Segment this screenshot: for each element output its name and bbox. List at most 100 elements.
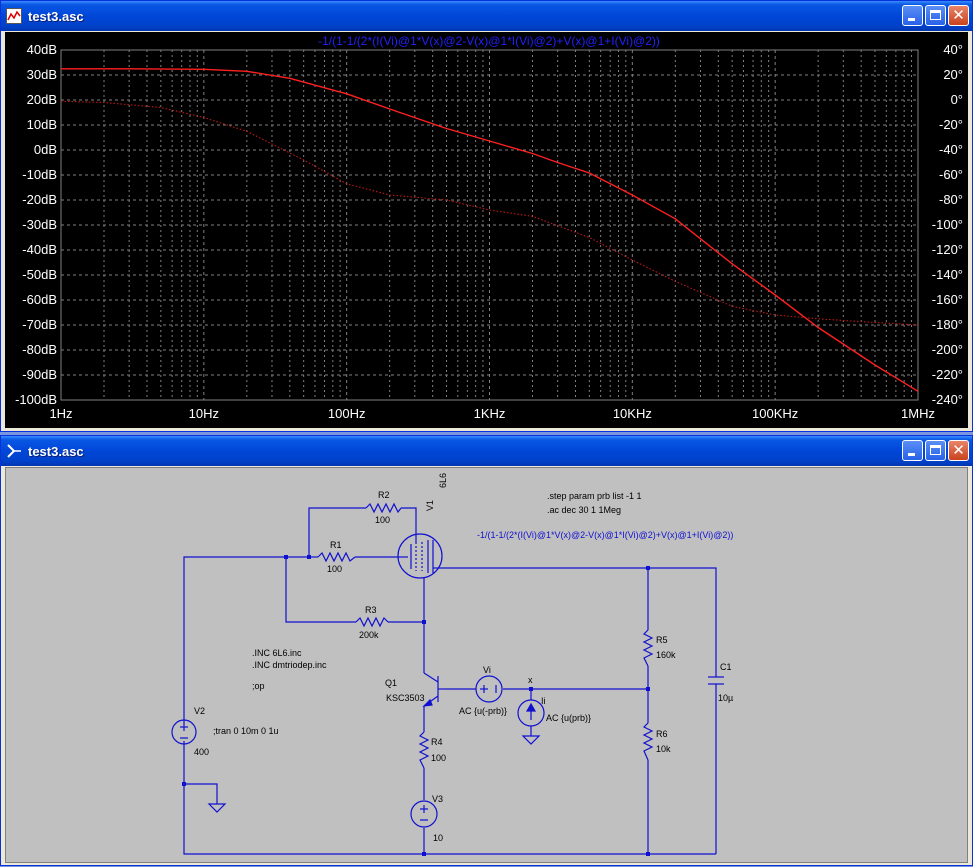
grid	[60, 49, 919, 401]
right-tick-label: -60°	[939, 167, 963, 182]
directive-op[interactable]: ;op	[252, 681, 265, 691]
voltage-source-vi-icon[interactable]	[475, 675, 503, 703]
voltage-source-v2-icon[interactable]	[171, 719, 197, 745]
label-q1-ref[interactable]: Q1	[385, 678, 397, 688]
directive-tran[interactable]: ;tran 0 10m 0 1u	[213, 726, 279, 736]
label-r5-ref[interactable]: R5	[656, 635, 668, 645]
directive-measure[interactable]: -1/(1-1/(2*(I(Vi)@1*V(x)@2-V(x)@1*I(Vi)@…	[477, 530, 733, 540]
label-vi-ref[interactable]: Vi	[483, 665, 491, 675]
left-tick-label: 10dB	[27, 117, 57, 132]
schematic-canvas[interactable]: V1 6L6 R1 100 R2 100 R3 200k R4 100 R5 1…	[5, 467, 968, 863]
right-tick-label: -40°	[939, 142, 963, 157]
wires[interactable]	[183, 507, 717, 855]
right-tick-label: -20°	[939, 117, 963, 132]
left-tick-label: -10dB	[22, 167, 57, 182]
left-tick-label: 30dB	[27, 67, 57, 82]
schematic-window-titlebar[interactable]: test3.asc ✕	[1, 436, 972, 466]
traces	[60, 68, 919, 392]
right-tick-label: -160°	[932, 292, 963, 307]
magnitude-trace	[61, 68, 919, 392]
plot-window[interactable]: test3.asc ✕ -1/(1-1/(2*(I(Vi)@1*V(x)@2-V…	[0, 0, 973, 432]
label-r6-value[interactable]: 10k	[656, 744, 671, 754]
ground-icon	[207, 803, 227, 813]
x-tick-label: 1MHz	[901, 406, 935, 421]
x-tick-label: 1Hz	[49, 406, 72, 421]
net-label-x[interactable]: x	[528, 675, 533, 685]
resistor-r1-icon[interactable]	[317, 551, 356, 563]
right-tick-label: 40°	[943, 42, 963, 57]
maximize-button[interactable]	[925, 5, 946, 26]
tube-v1-icon[interactable]	[397, 533, 443, 583]
label-c1-ref[interactable]: C1	[720, 662, 732, 672]
directive-ac[interactable]: .ac dec 30 1 1Meg	[547, 505, 621, 515]
resistor-r6-icon[interactable]	[642, 722, 654, 761]
label-r3-value[interactable]: 200k	[359, 630, 379, 640]
label-r2-ref[interactable]: R2	[378, 490, 390, 500]
directive-inc-6l6[interactable]: .INC 6L6.inc	[252, 648, 302, 658]
left-tick-label: 0dB	[34, 142, 57, 157]
label-r1-value[interactable]: 100	[327, 564, 342, 574]
resistor-r2-icon[interactable]	[365, 502, 402, 514]
left-tick-label: -70dB	[22, 317, 57, 332]
resistor-r4-icon[interactable]	[418, 731, 430, 769]
label-r4-value[interactable]: 100	[431, 753, 446, 763]
directive-inc-dmtriodep[interactable]: .INC dmtriodep.inc	[252, 660, 327, 670]
label-ii-value[interactable]: AC {u(prb)}	[546, 713, 591, 723]
current-source-ii-icon[interactable]	[517, 699, 545, 727]
plot-window-titlebar[interactable]: test3.asc ✕	[1, 1, 972, 31]
label-c1-value[interactable]: 10µ	[718, 693, 733, 703]
label-r1-ref[interactable]: R1	[330, 540, 342, 550]
left-tick-label: -100dB	[15, 392, 57, 407]
resistor-r5-icon[interactable]	[642, 629, 654, 667]
phase-trace	[60, 100, 919, 326]
maximize-icon	[930, 445, 941, 455]
minimize-button[interactable]	[902, 5, 923, 26]
label-r5-value[interactable]: 160k	[656, 650, 676, 660]
schematic-window[interactable]: test3.asc ✕	[0, 435, 973, 866]
right-tick-label: -220°	[932, 367, 963, 382]
capacitor-c1-icon[interactable]	[708, 675, 724, 688]
minimize-button[interactable]	[902, 440, 923, 461]
right-tick-label: 0°	[951, 92, 963, 107]
close-button[interactable]: ✕	[948, 5, 969, 26]
resistor-r3-icon[interactable]	[355, 616, 389, 628]
x-tick-label: 100KHz	[752, 406, 798, 421]
x-tick-label: 1KHz	[474, 406, 506, 421]
label-r6-ref[interactable]: R6	[656, 729, 668, 739]
label-v2-value[interactable]: 400	[194, 747, 209, 757]
label-v3-ref[interactable]: V3	[432, 794, 443, 804]
left-tick-label: -80dB	[22, 342, 57, 357]
label-vi-value[interactable]: AC {u(-prb)}	[459, 706, 507, 716]
directive-step[interactable]: .step param prb list -1 1	[547, 491, 642, 501]
left-tick-label: -20dB	[22, 192, 57, 207]
right-tick-label: -140°	[932, 267, 963, 282]
schematic-drawing[interactable]: V1 6L6 R1 100 R2 100 R3 200k R4 100 R5 1…	[6, 468, 967, 862]
label-ii-ref[interactable]: Ii	[541, 696, 546, 706]
right-tick-label: -200°	[932, 342, 963, 357]
trace-label[interactable]: -1/(1-1/(2*(I(Vi)@1*V(x)@2-V(x)@1*I(Vi)@…	[318, 34, 660, 48]
right-tick-label: -100°	[932, 217, 963, 232]
label-r3-ref[interactable]: R3	[365, 605, 377, 615]
transistor-q1-icon[interactable]	[422, 672, 446, 707]
label-v3-value[interactable]: 10	[433, 833, 443, 843]
minimize-icon	[908, 18, 915, 21]
x-tick-label: 100Hz	[328, 406, 366, 421]
maximize-button[interactable]	[925, 440, 946, 461]
close-button[interactable]: ✕	[948, 440, 969, 461]
junctions	[182, 555, 650, 856]
left-tick-label: -50dB	[22, 267, 57, 282]
label-v2-ref[interactable]: V2	[194, 706, 205, 716]
close-icon: ✕	[952, 441, 965, 459]
label-q1-value[interactable]: KSC3503	[386, 693, 425, 703]
label-v1-ref[interactable]: V1	[425, 500, 435, 511]
right-tick-label: -180°	[932, 317, 963, 332]
label-v1-value[interactable]: 6L6	[438, 473, 448, 488]
plot-window-title: test3.asc	[28, 8, 84, 24]
waveform-plot-area[interactable]: -1/(1-1/(2*(I(Vi)@1*V(x)@2-V(x)@1*I(Vi)@…	[5, 32, 968, 428]
voltage-source-v3-icon[interactable]	[410, 800, 438, 828]
label-r2-value[interactable]: 100	[375, 515, 390, 525]
bode-plot[interactable]: -1/(1-1/(2*(I(Vi)@1*V(x)@2-V(x)@1*I(Vi)@…	[5, 32, 968, 428]
waveform-icon	[6, 8, 22, 24]
ground-icon	[521, 735, 541, 745]
label-r4-ref[interactable]: R4	[431, 737, 443, 747]
